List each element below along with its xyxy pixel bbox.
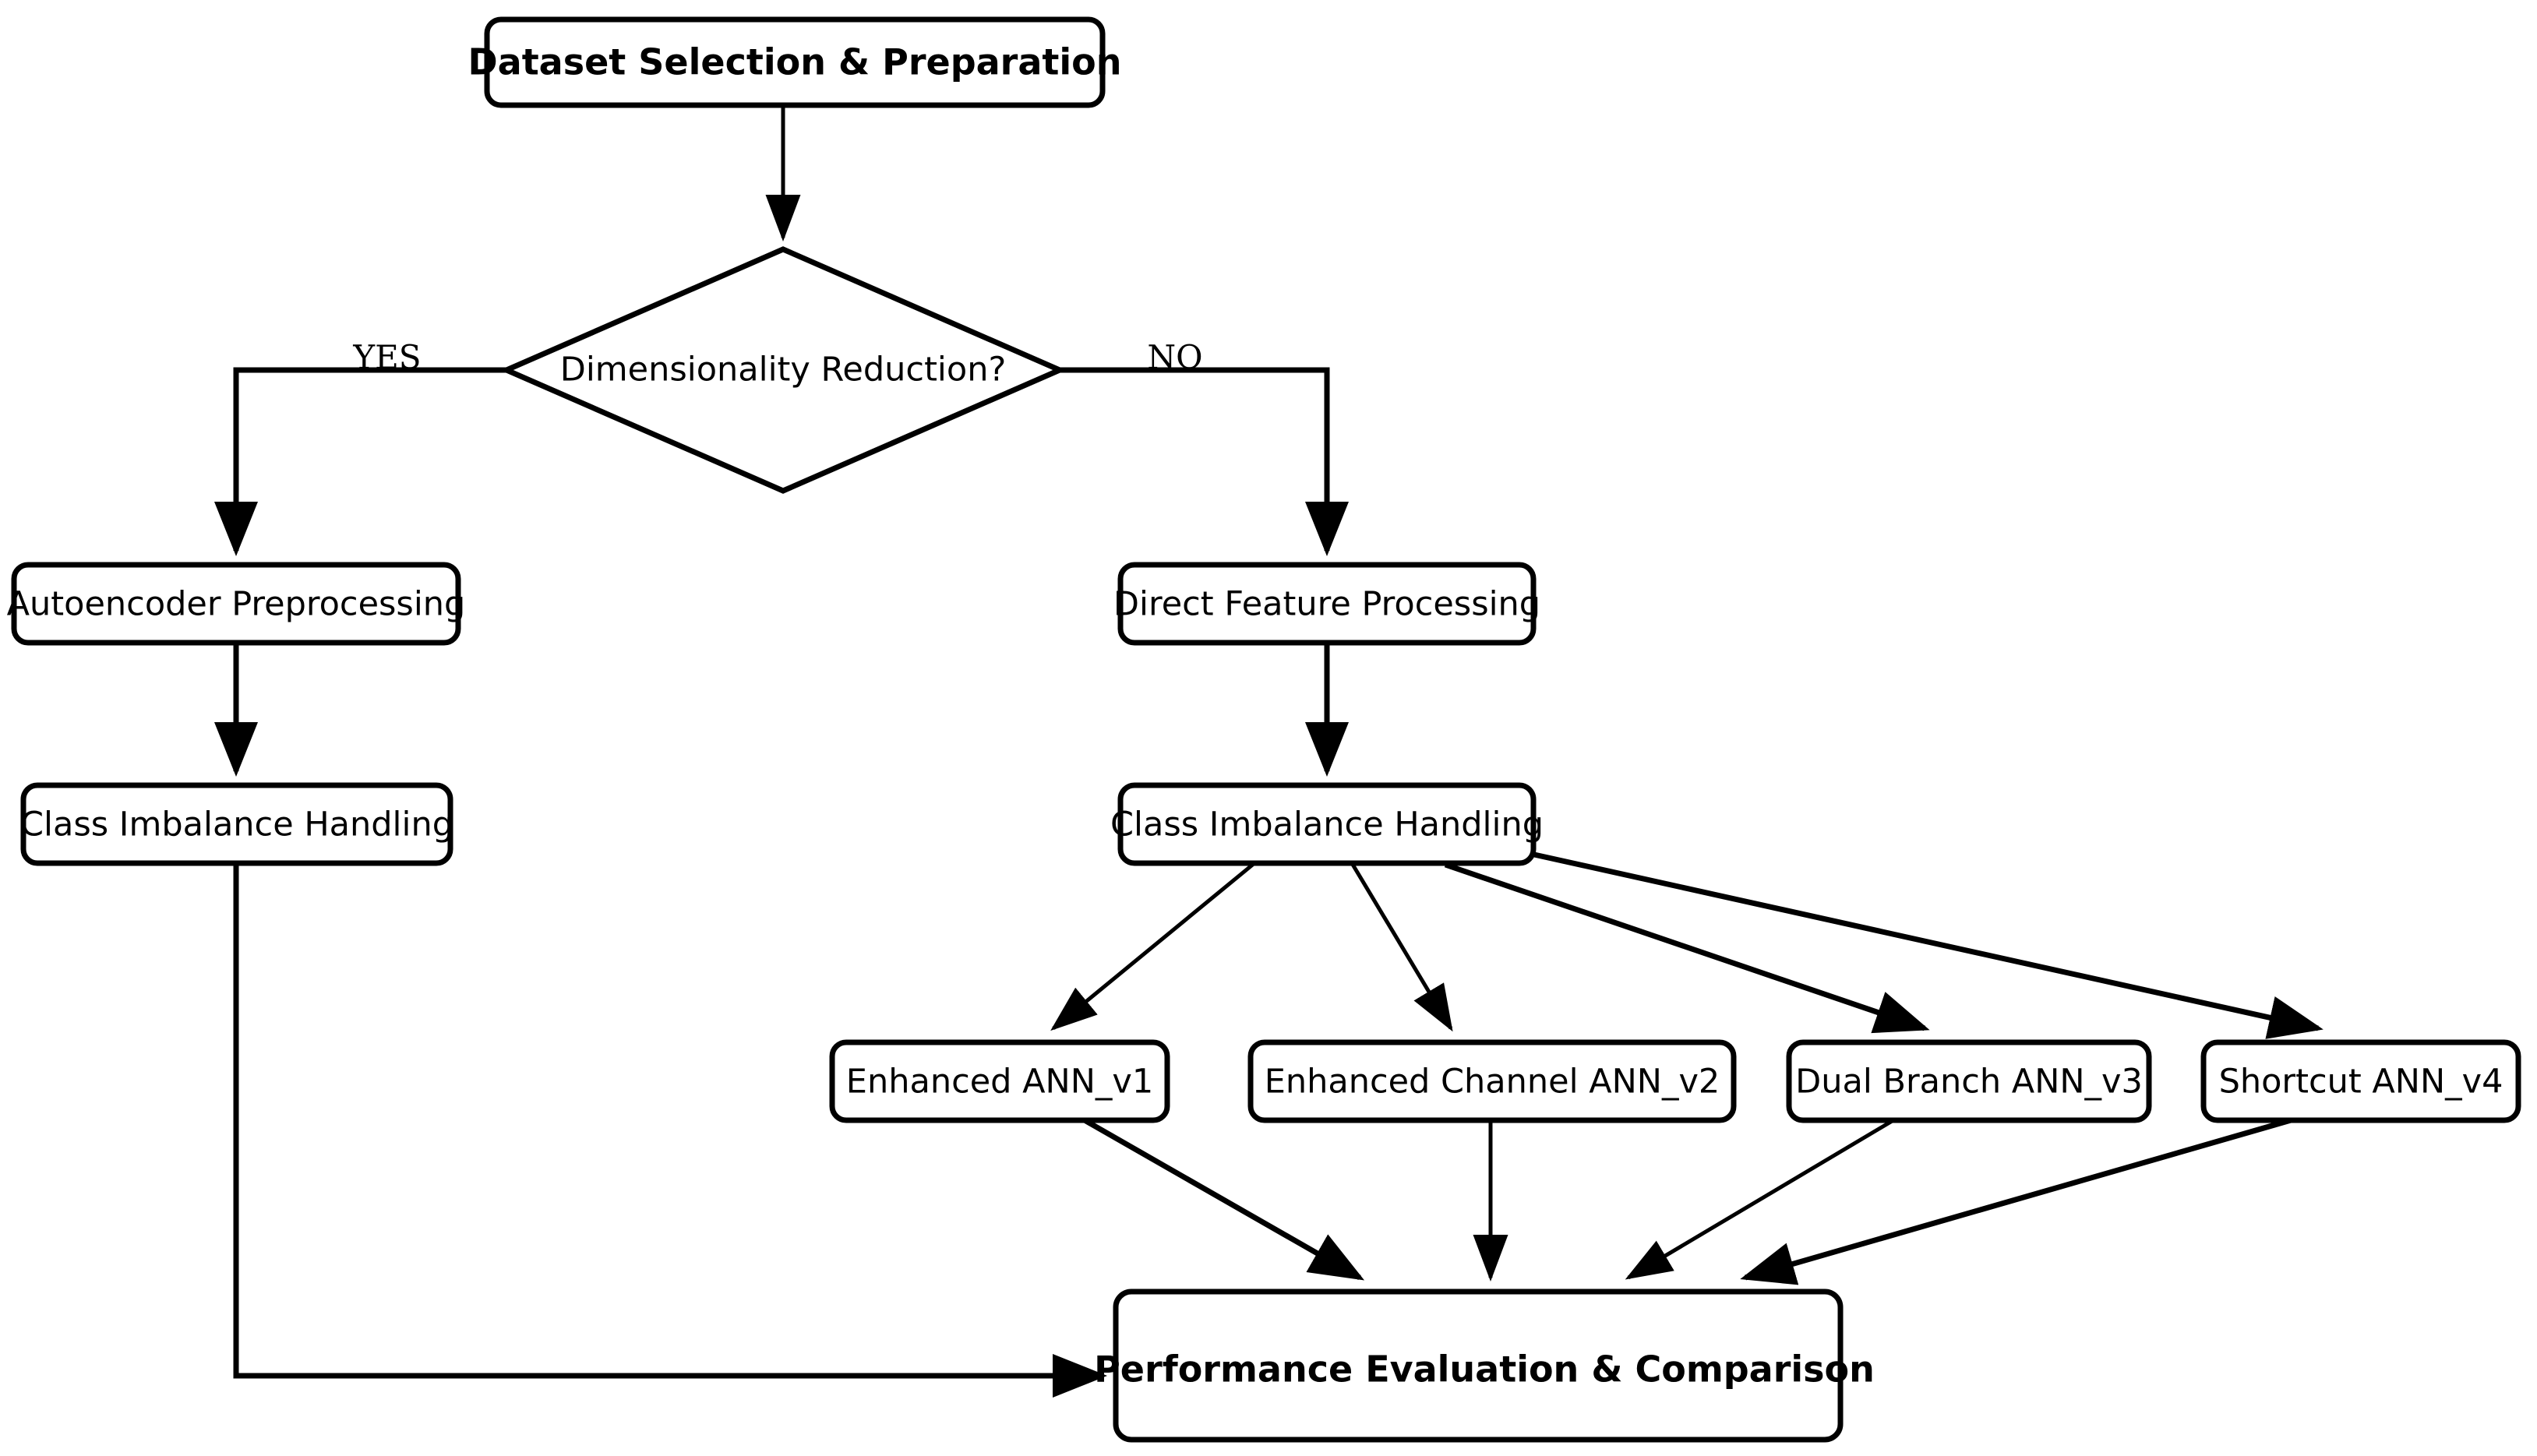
edge-label-layer: YES NO (352, 338, 1202, 376)
edge-label-no: NO (1147, 338, 1202, 376)
node-enhanced-channel-ann-v2[interactable]: Enhanced Channel ANN_v2 (1247, 1039, 1737, 1123)
node-performance-evaluation[interactable]: Performance Evaluation & Comparison (1094, 1289, 1875, 1443)
node-dimensionality-decision-shape (499, 246, 1067, 494)
node-class-imbalance-left[interactable]: Class Imbalance Handling (20, 782, 453, 866)
node-enhanced-ann-v1-label: Enhanced ANN_v1 (846, 1063, 1153, 1102)
node-class-imbalance-right-label: Class Imbalance Handling (1110, 806, 1544, 844)
node-performance-evaluation-label: Performance Evaluation & Comparison (1094, 1348, 1875, 1391)
node-direct-feature-processing[interactable]: Direct Feature Processing (1113, 562, 1540, 646)
node-dimensionality-decision-label: Dimensionality Reduction? (560, 351, 1007, 390)
node-performance-evaluation-shape (1113, 1289, 1844, 1443)
edge-decision-to-autoencoder (214, 367, 506, 556)
edge-label-yes: YES (352, 338, 421, 376)
edge-imbalance-left-to-performance (233, 863, 1107, 1398)
edge-ann-v1-to-performance (1083, 1117, 1365, 1281)
edge-ann-v4-to-performance (1740, 1117, 2292, 1285)
edge-layer (214, 105, 2324, 1398)
node-autoencoder-preprocessing-label: Autoencoder Preprocessing (7, 585, 466, 624)
edge-decision-to-direct (1060, 367, 1349, 556)
edge-imbalance-right-to-ann-v2 (1350, 862, 1453, 1032)
node-dataset-selection[interactable]: Dataset Selection & Preparation (468, 16, 1122, 108)
node-class-imbalance-left-label: Class Imbalance Handling (20, 806, 453, 844)
node-enhanced-ann-v1[interactable]: Enhanced ANN_v1 (829, 1039, 1170, 1123)
edge-imbalance-right-to-ann-v3 (1444, 862, 1930, 1034)
edge-imbalance-right-to-ann-v4 (1526, 850, 2324, 1039)
node-autoencoder-preprocessing[interactable]: Autoencoder Preprocessing (7, 562, 466, 646)
edge-ann-v3-to-performance (1625, 1118, 1895, 1280)
node-shortcut-ann-v4-shape (2200, 1039, 2521, 1123)
node-class-imbalance-left-shape (20, 782, 453, 866)
node-dimensionality-decision[interactable]: Dimensionality Reduction? (499, 246, 1067, 494)
node-enhanced-channel-ann-v2-label: Enhanced Channel ANN_v2 (1265, 1063, 1720, 1102)
node-dual-branch-ann-v3-shape (1786, 1039, 2152, 1123)
node-direct-feature-processing-shape (1117, 562, 1537, 646)
node-dual-branch-ann-v3[interactable]: Dual Branch ANN_v3 (1786, 1039, 2152, 1123)
node-enhanced-ann-v1-shape (829, 1039, 1170, 1123)
node-class-imbalance-right[interactable]: Class Imbalance Handling (1110, 782, 1544, 866)
node-autoencoder-preprocessing-shape (11, 562, 461, 646)
node-class-imbalance-right-shape (1117, 782, 1537, 866)
node-direct-feature-processing-label: Direct Feature Processing (1113, 585, 1540, 624)
node-dataset-selection-shape (484, 16, 1106, 108)
node-dual-branch-ann-v3-label: Dual Branch ANN_v3 (1795, 1063, 2143, 1102)
node-dataset-selection-label: Dataset Selection & Preparation (468, 41, 1121, 83)
edge-imbalance-right-to-ann-v1 (1050, 862, 1256, 1031)
node-enhanced-channel-ann-v2-shape (1247, 1039, 1737, 1123)
node-shortcut-ann-v4-label: Shortcut ANN_v4 (2219, 1063, 2503, 1102)
node-shortcut-ann-v4[interactable]: Shortcut ANN_v4 (2200, 1039, 2521, 1123)
